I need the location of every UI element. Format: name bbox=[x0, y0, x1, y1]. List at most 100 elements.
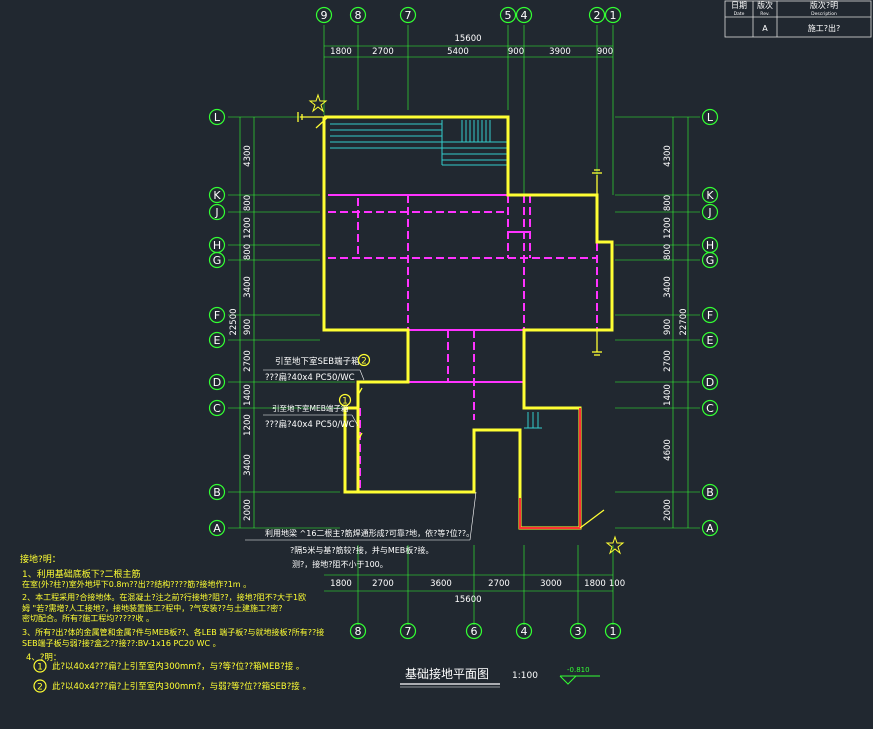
note-bubble-num-2: 2 bbox=[37, 683, 43, 693]
rev-sub-desc: Description bbox=[811, 11, 837, 17]
bottom-dim: 3000 bbox=[540, 579, 562, 589]
top-dim: 3900 bbox=[549, 47, 571, 57]
bottom-dim: 2700 bbox=[488, 579, 510, 589]
plan-title-block: 基础接地平面图 1:100 -0.810 bbox=[400, 666, 600, 688]
note-line: 密切配合。所有?施工程均?????收 。 bbox=[22, 613, 154, 623]
top-axis-5-label: 5 bbox=[505, 9, 512, 22]
right-dim: 2000 bbox=[663, 499, 673, 521]
bottom-note-line1: 利用地梁 ^16二根主?筋焊通形成?可靠?地，依?等?位??。 bbox=[265, 528, 474, 538]
left-dim: 3400 bbox=[243, 454, 253, 476]
meb-number-bubble bbox=[338, 393, 352, 407]
top-dim: 900 bbox=[597, 47, 613, 57]
bottom-axis-8-label: 8 bbox=[355, 625, 362, 638]
left-axis-D-bubble bbox=[208, 373, 226, 391]
left-axis-L-label: L bbox=[214, 111, 221, 124]
note-item-2: 此?以40x4???扁?上引至室内300mm?，与弱?等?位??箱SEB?接 。 bbox=[52, 681, 311, 692]
bottom-total-dim: 15600 bbox=[454, 595, 481, 605]
bottom-dim: 100 bbox=[609, 579, 625, 589]
bottom-dim: 1800 bbox=[584, 579, 606, 589]
star-icon bbox=[605, 535, 625, 555]
top-axis-1-label: 1 bbox=[610, 9, 617, 22]
meb-line2: ???扁?40x4 PC50/WC bbox=[265, 419, 355, 430]
note-line: 2、本工程采用?合接地体。在混凝土?注之前?行接地?阻??，接地?阻不?大于1欧 bbox=[22, 592, 306, 602]
right-axis-F-label: F bbox=[707, 309, 713, 322]
meb-line1: 引至地下室MEB端子箱 bbox=[272, 403, 349, 413]
left-dim: 4300 bbox=[243, 145, 253, 167]
bottom-axis-4-bubble bbox=[515, 622, 533, 640]
right-axis-L-label: L bbox=[707, 111, 714, 124]
top-dim: 2700 bbox=[372, 47, 394, 57]
left-axis-G-bubble bbox=[208, 251, 226, 269]
top-axis-4-bubble bbox=[515, 6, 533, 24]
right-axis-H-label: H bbox=[706, 239, 714, 252]
right-dim: 4600 bbox=[663, 439, 673, 461]
note-line: 姆 "若?需增?人工接地?，接地装置施工?程中，?气安装??与土建施工?密? bbox=[22, 603, 282, 613]
left-axis-K-bubble bbox=[208, 186, 226, 204]
right-dim: 800 bbox=[663, 244, 673, 260]
annotation-meb: 引至地下室MEB端子箱 ???扁?40x4 PC50/WC 1 bbox=[263, 393, 359, 430]
rev-row-rev: A bbox=[762, 24, 768, 33]
note-bubble-2 bbox=[33, 679, 47, 693]
right-axis-B-label: B bbox=[706, 486, 714, 499]
rev-sub-rev: Rev. bbox=[760, 11, 769, 17]
rev-row-desc: 施工?出? bbox=[808, 23, 841, 33]
bottom-dim: 2700 bbox=[372, 579, 394, 589]
left-dim: 2000 bbox=[243, 499, 253, 521]
left-axis-K-label: K bbox=[213, 189, 221, 202]
right-dim: 900 bbox=[663, 319, 673, 335]
star-markers bbox=[308, 93, 625, 555]
right-axis-G-label: G bbox=[706, 254, 715, 267]
right-axis-J-bubble bbox=[701, 203, 719, 221]
rev-header-rev: 版次 bbox=[757, 0, 773, 10]
left-axis-A-label: A bbox=[213, 522, 221, 535]
left-dim: 800 bbox=[243, 244, 253, 260]
note-line: SEB端子板与弱?接?盒之??接??:BV-1x16 PC20 WC 。 bbox=[22, 638, 221, 648]
top-dim: 900 bbox=[508, 47, 524, 57]
note-bubble-1 bbox=[33, 659, 47, 673]
foundation-beams bbox=[328, 194, 598, 490]
note-bubble-num-1: 1 bbox=[37, 663, 43, 673]
notes-title: 接地?明： bbox=[20, 553, 61, 565]
right-axis-F-bubble bbox=[701, 306, 719, 324]
right-dim: 1200 bbox=[663, 217, 673, 239]
left-axis-C-label: C bbox=[213, 402, 221, 415]
bottom-note: 利用地梁 ^16二根主?筋焊通形成?可靠?地，依?等?位??。 ?隔5米与基?筋… bbox=[245, 491, 477, 569]
left-axis-F-label: F bbox=[214, 309, 220, 322]
left-axis-D-label: D bbox=[213, 376, 221, 389]
right-axis-B-bubble bbox=[701, 483, 719, 501]
left-dim: 1200 bbox=[243, 217, 253, 239]
top-axis-4-label: 4 bbox=[521, 9, 528, 22]
top-axis-7-bubble bbox=[399, 6, 417, 24]
revision-table bbox=[724, 0, 872, 38]
building-outline bbox=[322, 115, 614, 530]
bottom-axis-6-label: 6 bbox=[471, 625, 478, 638]
bottom-axis-4-label: 4 bbox=[521, 625, 528, 638]
seb-number: 2 bbox=[361, 357, 367, 367]
left-axis-E-label: E bbox=[214, 334, 221, 347]
bottom-note-line3: 测?，接地?阻不小于100。 bbox=[292, 559, 388, 569]
left-axis-C-bubble bbox=[208, 399, 226, 417]
notes-block: 接地?明： 1、利用基础底板下?二根主筋 在室(外?柱?)室外地坪下0.8m??… bbox=[20, 553, 324, 693]
right-dim: 1400 bbox=[663, 384, 673, 406]
top-axis-9-bubble bbox=[315, 6, 333, 24]
left-total-dim: 22500 bbox=[229, 308, 239, 335]
right-total-dim: 22700 bbox=[679, 308, 689, 335]
seb-line2: ???扁?40x4 PC50/WC bbox=[265, 372, 355, 383]
bottom-axis-6-bubble bbox=[465, 622, 483, 640]
elevation-mark: -0.810 bbox=[567, 666, 590, 674]
right-axis-K-bubble bbox=[701, 186, 719, 204]
top-axis-7-label: 7 bbox=[405, 9, 412, 22]
top-axis-2-label: 2 bbox=[594, 9, 601, 22]
rev-header-date: 日期 bbox=[731, 1, 747, 10]
top-axis-1-bubble bbox=[604, 6, 622, 24]
left-axis-F-bubble bbox=[208, 306, 226, 324]
rev-header-desc: 版次?明 bbox=[810, 0, 838, 10]
left-axis-H-label: H bbox=[213, 239, 221, 252]
right-axis-C-label: C bbox=[706, 402, 714, 415]
left-axis-J-label: J bbox=[214, 206, 218, 219]
ground-leads bbox=[297, 112, 605, 529]
top-axis-9-label: 9 bbox=[321, 9, 328, 22]
top-dim: 1800 bbox=[330, 47, 352, 57]
grid-lines bbox=[228, 25, 700, 625]
